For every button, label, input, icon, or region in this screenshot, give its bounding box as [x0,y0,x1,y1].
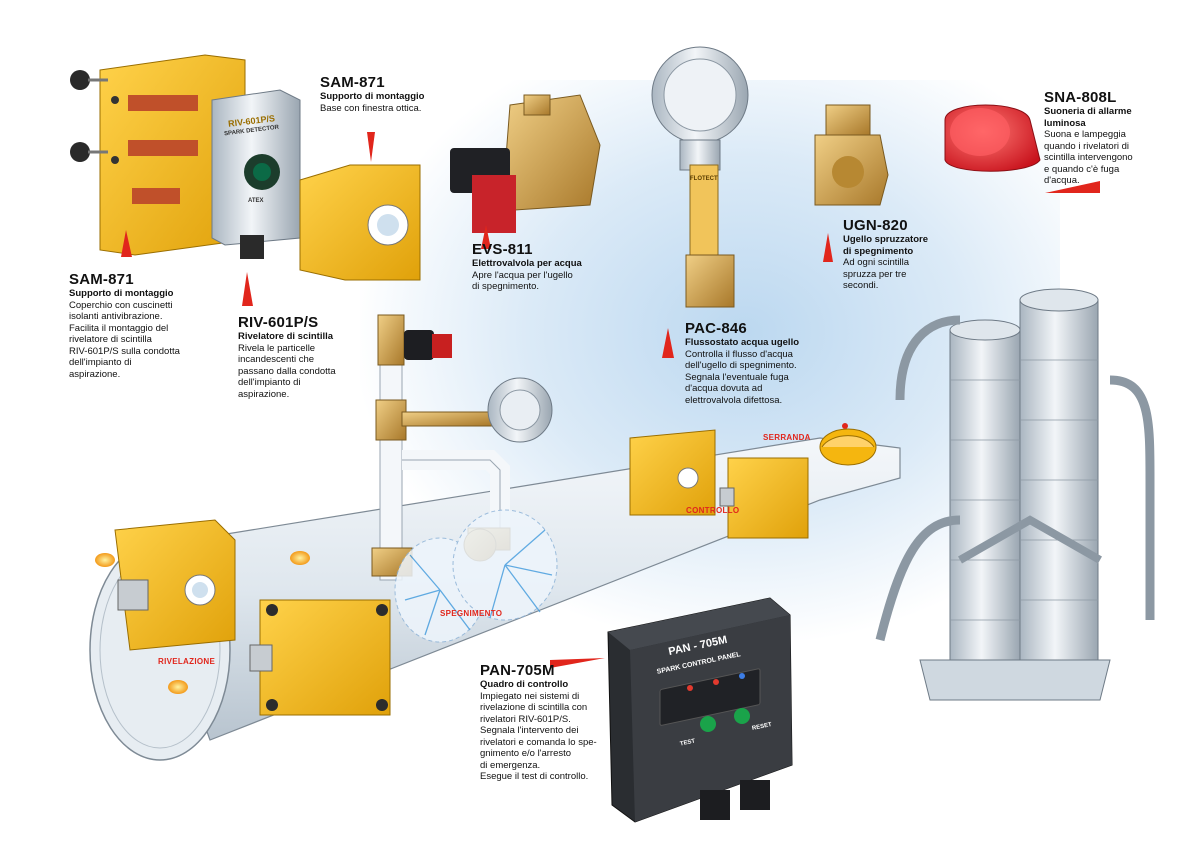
spark-detector-riv [211,89,301,259]
pac-description: Controlla il flusso d'acqua dell'ugello … [685,348,797,406]
evs-description: Apre l'acqua per l'ugello di spegnimento… [472,269,573,293]
riv-device-cert: ATEX [248,198,264,204]
sparks [95,423,848,694]
detector-on-duct-1 [114,519,236,651]
damper [819,428,877,466]
sam-left-subtitle: Supporto di montaggio [69,288,174,299]
pointer-markers [121,132,1100,668]
silo-plant [875,288,1155,701]
nozzle-ugn [814,104,889,206]
sam-left-code: SAM-871 [69,271,134,288]
detector-on-duct-2 [249,599,391,716]
sam-top-subtitle: Supporto di montaggio [320,91,425,102]
mounting-base-top [299,164,421,281]
sam-left-description: Coperchio con cuscinetti isolanti antivi… [69,299,180,380]
control-panel-pan [607,597,793,823]
sna-description: Suona e lampeggia quando i rivelatori di… [1044,129,1133,186]
flow-switch-pac [651,46,749,308]
detector-on-duct-4 [719,457,809,539]
sna-subtitle: Suoneria di allarme luminosa [1044,106,1132,129]
ugn-description: Ad ogni scintilla spruzza per tre second… [843,257,910,291]
zone-rivelazione: RIVELAZIONE [158,657,216,666]
riv-subtitle: Rivelatore di scintilla [238,331,334,342]
evs-subtitle: Elettrovalvola per acqua [472,258,582,269]
label-sam-871-top: SAM-871 Supporto di montaggio Base con f… [320,74,480,114]
label-riv-601ps: RIV-601P/S Rivelatore di scintilla Rivel… [238,314,378,400]
pan-description: Impiegato nei sistemi di rivelazione di … [480,690,597,783]
detector-on-duct-3 [629,429,716,516]
sna-code: SNA-808L [1044,89,1117,106]
pac-device-brand: FLOTECT [690,176,718,182]
pac-subtitle: Flussostato acqua ugello [685,337,800,348]
pan-subtitle: Quadro di controllo [480,679,569,690]
evs-code: EVS-811 [472,241,533,258]
label-sam-871-left: SAM-871 Supporto di montaggio Coperchio … [69,271,219,380]
sam-top-code: SAM-871 [320,74,385,91]
ugn-code: UGN-820 [843,217,908,234]
ugn-subtitle: Ugello spruzzatore di spegnimento [843,234,928,257]
sam-top-description: Base con finestra ottica. [320,102,422,114]
riv-code: RIV-601P/S [238,314,319,331]
label-pan-705m: PAN-705M Quadro di controllo Impiegato n… [480,662,620,783]
label-sna-808l: SNA-808L Suoneria di allarme luminosa Su… [1044,89,1184,187]
zone-serranda: SERRANDA [763,433,811,442]
label-evs-811: EVS-811 Elettrovalvola per acqua Apre l'… [472,241,632,293]
water-spray [394,509,558,643]
riv-description: Rivela le particelle incandescenti che p… [238,342,336,400]
pan-code: PAN-705M [480,662,555,679]
pac-code: PAC-846 [685,320,747,337]
zone-spegnimento: SPEGNIMENTO [440,609,503,618]
label-pac-846: PAC-846 Flussostato acqua ugello Control… [685,320,845,406]
alarm-siren-sna [944,104,1041,172]
solenoid-valve-evs [450,94,601,233]
zone-controllo: CONTROLLO [686,506,740,515]
label-ugn-820: UGN-820 Ugello spruzzatore di spegniment… [843,217,983,292]
